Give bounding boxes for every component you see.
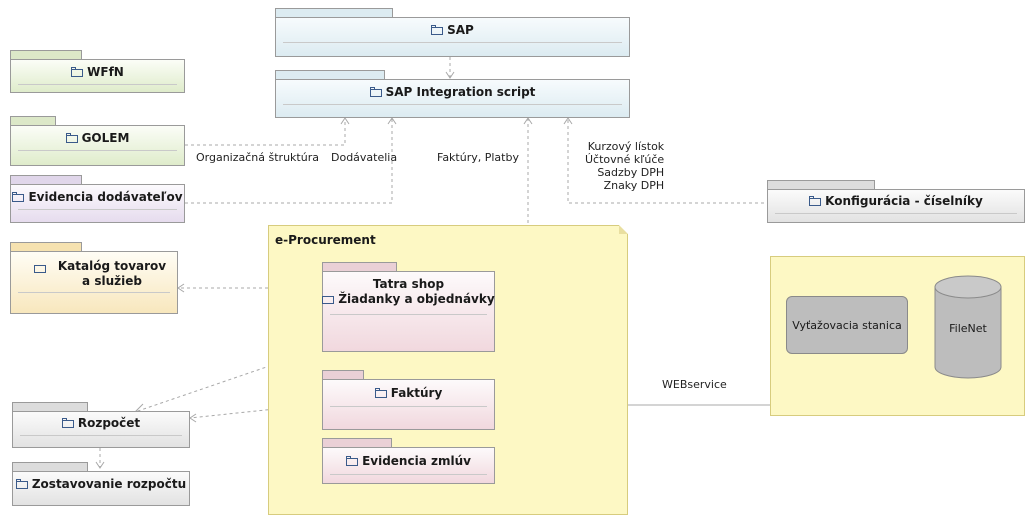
sap-package[interactable]: SAP <box>275 8 630 57</box>
dep-faktury-to-rozpocet <box>189 403 323 419</box>
label-config-group: Kurzový lístok Účtovné kľúče Sadzby DPH … <box>585 140 664 192</box>
ziadanky-label: Žiadanky a objednávky <box>338 292 495 306</box>
katalog-label: Katalóg tovarov a služieb <box>57 259 167 288</box>
label-kurzovy-listok: Kurzový lístok <box>587 140 665 153</box>
zostavovanie-package[interactable]: Zostavovanie rozpočtu <box>12 462 190 506</box>
folder-icon <box>65 133 78 143</box>
vytazovacia-stanica-node[interactable]: Vyťažovacia stanica <box>786 296 908 354</box>
sap-label: SAP <box>447 23 474 37</box>
dep-golem-to-integration <box>185 118 346 146</box>
rozpocet-label: Rozpočet <box>77 416 141 430</box>
katalog-package[interactable]: Katalóg tovarov a služieb <box>10 242 178 314</box>
evidencia-dodavatelov-label: Evidencia dodávateľov <box>28 190 183 204</box>
label-webservice: WEBservice <box>662 378 727 391</box>
folder-icon <box>431 25 444 35</box>
label-sadzby-dph: Sadzby DPH <box>597 166 665 179</box>
label-faktury-platby: Faktúry, Platby <box>437 151 519 164</box>
folder-icon <box>15 479 28 489</box>
konfiguracia-package[interactable]: Konfigurácia - číselníky <box>767 180 1025 223</box>
filenet-database-icon[interactable] <box>934 275 1002 379</box>
tatra-shop-package[interactable]: Tatra shop Žiadanky a objednávky <box>322 262 495 352</box>
folder-icon <box>322 296 335 304</box>
dep-evidencia-to-integration <box>185 118 393 204</box>
faktury-package[interactable]: Faktúry <box>322 370 495 430</box>
label-organizacna-struktura: Organizačná štruktúra <box>196 151 319 164</box>
station-label: Vyťažovacia stanica <box>792 318 902 332</box>
faktury-label: Faktúry <box>390 386 443 400</box>
folder-icon <box>12 192 25 202</box>
label-uctovne-kluce: Účtovné kľúče <box>585 153 665 166</box>
evidencia-zmluv-label: Evidencia zmlúv <box>362 454 471 468</box>
dep-konfiguracia-to-integration <box>567 118 770 204</box>
folder-icon <box>369 87 382 97</box>
eprocurement-title: e-Procurement <box>275 233 376 247</box>
label-dodavatelia: Dodávatelia <box>331 151 398 164</box>
wffn-package[interactable]: WFfN <box>10 50 185 93</box>
label-znaky-dph: Znaky DPH <box>603 179 665 192</box>
golem-label: GOLEM <box>81 131 130 145</box>
rozpocet-package[interactable]: Rozpočet <box>12 402 190 448</box>
folder-icon <box>346 456 359 466</box>
evidencia-zmluv-package[interactable]: Evidencia zmlúv <box>322 438 495 484</box>
folder-icon <box>71 67 84 77</box>
tatra-shop-label: Tatra shop <box>372 277 445 291</box>
evidencia-dodavatelov-package[interactable]: Evidencia dodávateľov <box>10 175 185 223</box>
folder-icon <box>34 265 46 273</box>
folder-icon <box>809 196 822 206</box>
zostavovanie-label: Zostavovanie rozpočtu <box>31 477 187 491</box>
golem-package[interactable]: GOLEM <box>10 116 185 166</box>
tatra-shop-title: Tatra shop Žiadanky a objednávky <box>322 277 495 307</box>
folder-icon <box>374 388 387 398</box>
sap-integration-package[interactable]: SAP Integration script <box>275 70 630 118</box>
wffn-label: WFfN <box>87 65 124 79</box>
folder-icon <box>61 418 74 428</box>
konfiguracia-label: Konfigurácia - číselníky <box>825 194 983 208</box>
filenet-label: FileNet <box>949 322 987 335</box>
sap-integration-label: SAP Integration script <box>385 85 536 99</box>
